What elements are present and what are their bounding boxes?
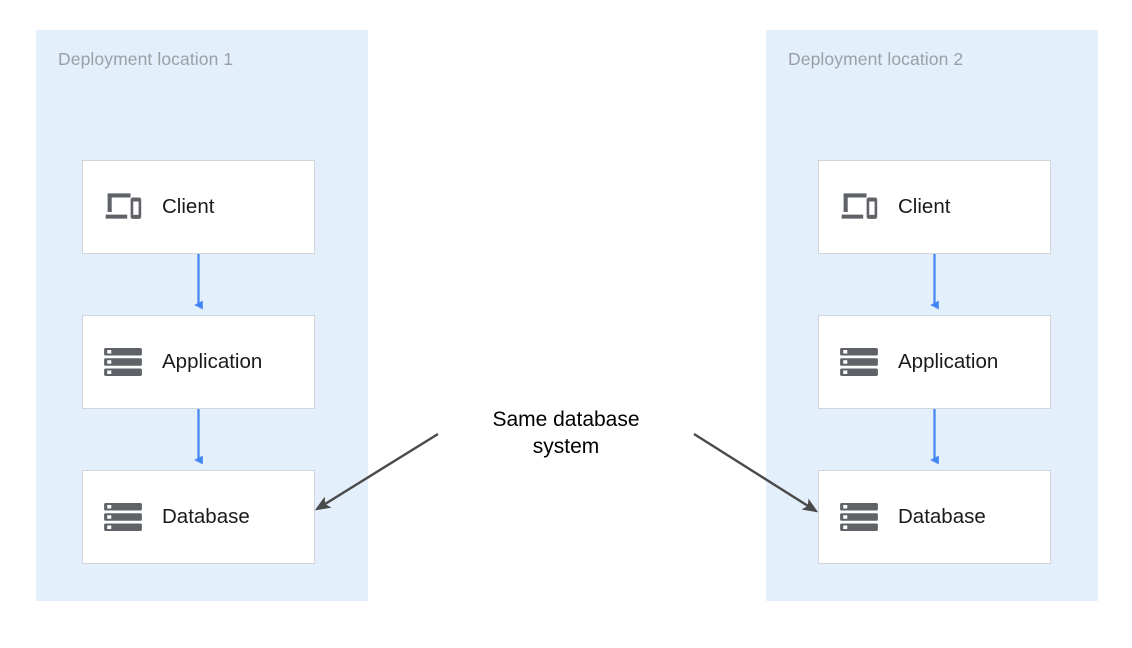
zone-1-label: Deployment location 1 — [58, 49, 234, 69]
annotation-same-database-system: Same database system — [430, 406, 702, 460]
node-database-1-label: Database — [162, 504, 250, 528]
node-database-2-label: Database — [898, 504, 986, 528]
server-icon — [104, 503, 142, 531]
devices-icon — [105, 193, 142, 219]
server-icon — [840, 503, 878, 531]
server-icon — [104, 348, 142, 376]
node-database-1[interactable]: Database — [82, 470, 315, 564]
node-application-1-label: Application — [162, 349, 263, 373]
node-application-2-label: Application — [898, 349, 999, 373]
node-application-2[interactable]: Application — [818, 315, 1051, 409]
node-application-1[interactable]: Application — [82, 315, 315, 409]
server-icon — [840, 348, 878, 376]
zone-2-label: Deployment location 2 — [788, 49, 964, 69]
node-client-1[interactable]: Client — [82, 160, 315, 254]
node-database-2[interactable]: Database — [818, 470, 1051, 564]
annotation-line-1: Same database — [492, 408, 640, 431]
node-client-1-label: Client — [162, 194, 215, 218]
devices-icon — [841, 193, 878, 219]
node-client-2[interactable]: Client — [818, 160, 1051, 254]
node-client-2-label: Client — [898, 194, 951, 218]
annotation-line-2: system — [532, 435, 600, 458]
